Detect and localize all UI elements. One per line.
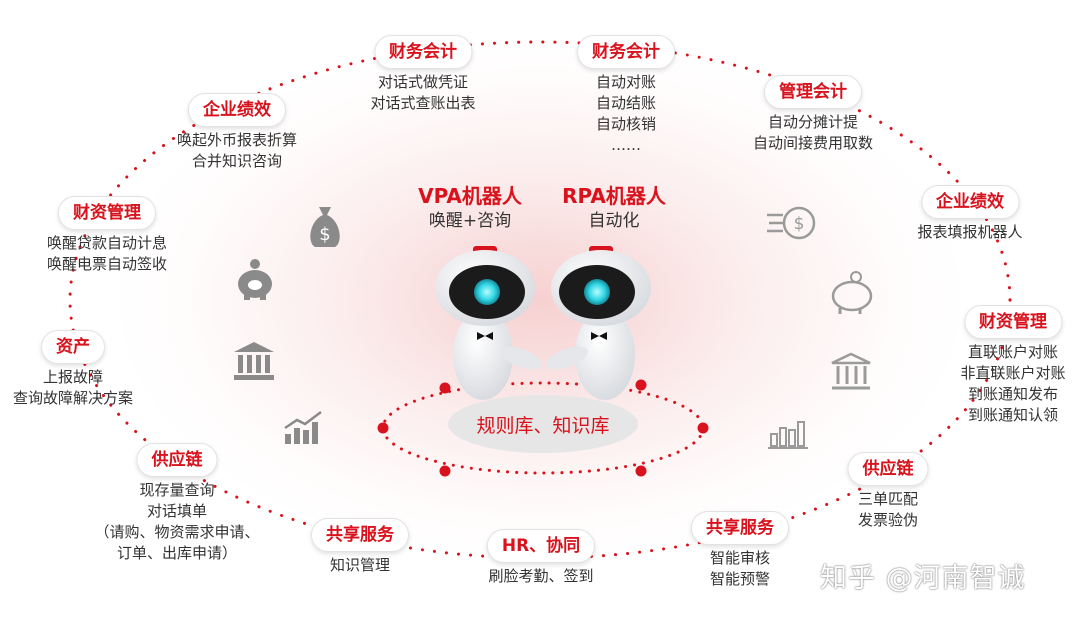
node-title: 企业绩效 <box>920 185 1019 219</box>
bar-chart-icon <box>768 421 808 449</box>
watermark: 知乎 @河南智诚 <box>820 563 1026 594</box>
node-finance-accounting-1: 财务会计 对话式做凭证对话式查账出表 <box>370 35 476 114</box>
rpa-robot-title: RPA机器人 自动化 <box>562 183 666 233</box>
node-title: 财务会计 <box>577 35 675 69</box>
node-finance-accounting-2: 财务会计 自动对账自动结账自动核销…… <box>577 35 675 156</box>
node-title: 资产 <box>40 330 105 364</box>
node-treasury-management-2: 财资管理 直联账户对账非直联账户对账到账通知发布到账通知认领 <box>960 305 1066 426</box>
robots-handshake-illustration <box>435 246 651 400</box>
svg-text:$: $ <box>794 214 805 234</box>
node-title: 企业绩效 <box>187 93 286 127</box>
vpa-robot-title: VPA机器人 唤醒+咨询 <box>418 183 522 233</box>
knowledge-base: 规则库、知识库 <box>448 395 638 453</box>
node-management-accounting: 管理会计 自动分摊计提自动间接费用取数 <box>753 75 873 154</box>
node-title: 财资管理 <box>57 196 156 230</box>
node-title: 财资管理 <box>963 305 1062 339</box>
rpa-title: RPA机器人 <box>562 184 666 208</box>
piggy-bank-icon <box>238 259 272 300</box>
rpa-robot-icon <box>546 246 651 400</box>
growth-chart-icon <box>284 411 322 444</box>
inner-ring-node <box>439 465 451 477</box>
inner-ring-node <box>377 422 389 434</box>
inner-ring-node <box>439 382 451 394</box>
inner-ring-node <box>635 379 647 391</box>
vpa-title: VPA机器人 <box>418 184 522 208</box>
node-shared-services-1: 共享服务 知识管理 <box>311 518 409 576</box>
inner-ring-node <box>697 422 709 434</box>
piggy-bank-outline-icon <box>831 271 873 314</box>
node-assets: 资产 上报故障查询故障解决方案 <box>13 330 133 409</box>
node-title: 财务会计 <box>373 35 472 69</box>
node-supply-chain-1: 供应链 现存量查询对话填单（请购、物资需求申请、订单、出库申请） <box>94 443 260 564</box>
vpa-robot-icon <box>435 246 542 400</box>
node-treasury-management-1: 财资管理 唤醒贷款自动计息唤醒电票自动签收 <box>47 196 167 275</box>
node-supply-chain-2: 供应链 三单匹配发票验伪 <box>847 452 929 531</box>
node-enterprise-performance-1: 企业绩效 唤起外币报表折算合并知识咨询 <box>177 93 297 172</box>
node-title: 共享服务 <box>311 518 409 552</box>
node-title: 管理会计 <box>763 75 862 109</box>
node-hr-collaboration: HR、协同 刷脸考勤、签到 <box>486 529 596 587</box>
knowledge-base-label: 规则库、知识库 <box>476 414 610 437</box>
money-bag-icon: $ <box>310 207 340 247</box>
fast-coin-icon: $ <box>767 206 816 240</box>
bank-outline-icon <box>831 352 871 390</box>
node-shared-services-2: 共享服务 智能审核智能预警 <box>691 511 789 590</box>
inner-ring-node <box>635 465 647 477</box>
node-title: HR、协同 <box>486 529 596 563</box>
bank-building-icon <box>234 342 274 380</box>
vpa-subtitle: 唤醒+咨询 <box>428 211 512 231</box>
rpa-subtitle: 自动化 <box>588 211 640 231</box>
node-title: 供应链 <box>136 443 218 477</box>
node-title: 供应链 <box>847 452 929 486</box>
node-title: 共享服务 <box>691 511 789 545</box>
node-enterprise-performance-2: 企业绩效 报表填报机器人 <box>917 185 1023 243</box>
svg-text:$: $ <box>319 224 330 245</box>
